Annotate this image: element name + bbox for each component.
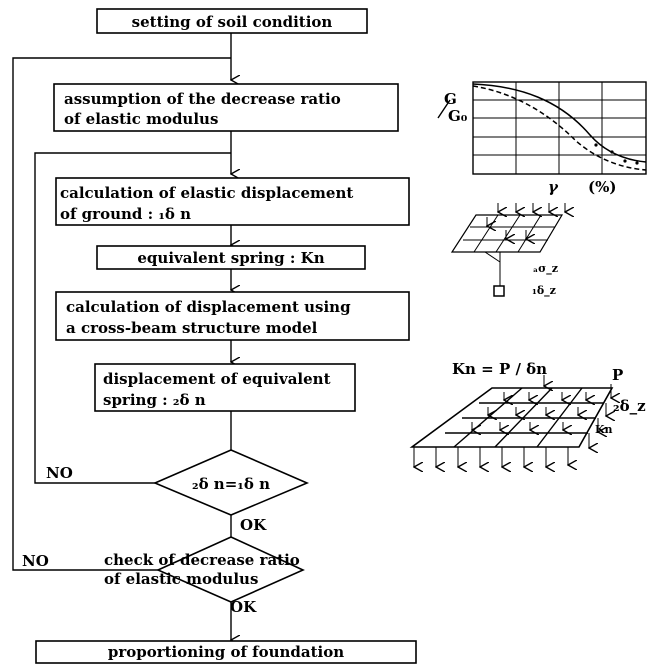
- step-elastic-line1: calculation of elastic displacement: [60, 184, 353, 202]
- step-equivalent-spring: equivalent spring : Kn: [137, 249, 324, 267]
- load-element-model: ₐσ_z ₁δ_z: [450, 203, 565, 298]
- graph-curve-upper: [472, 83, 647, 163]
- model-disp-label: ₁δ_z: [532, 284, 556, 298]
- decision-check-ratio: [156, 536, 305, 603]
- model-stress-label: ₐσ_z: [533, 262, 558, 276]
- box-proportioning: [35, 640, 417, 664]
- loop-no-1: [34, 152, 231, 484]
- step-cross-beam-line1: calculation of displacement using: [66, 298, 351, 316]
- decrease-ratio-graph: G G₀ γ (%): [437, 81, 647, 196]
- step-soil-condition: setting of soil condition: [132, 13, 333, 31]
- cross-beam-grid-model: Kn = P / δn P ₂δ_z Kn: [409, 360, 646, 467]
- grid-disp-label: ₂δ_z: [613, 397, 646, 415]
- box-soil-condition: [96, 8, 368, 34]
- loop-no-2: [12, 57, 231, 571]
- grid-slab: [409, 387, 614, 448]
- step-proportioning: proportioning of foundation: [108, 643, 344, 661]
- decision-displacement-equal: [152, 449, 310, 516]
- grid-p-label: P: [612, 366, 623, 384]
- box-equivalent-spring: [96, 245, 366, 270]
- step-displacement-line2: spring : ₂δ n: [103, 391, 206, 409]
- decision-2-line2: of elastic modulus: [104, 570, 258, 588]
- decision-1-ok: OK: [240, 516, 267, 534]
- decision-2-line1: check of decrease ratio: [104, 551, 300, 569]
- graph-xlabel-symbol: γ: [548, 178, 559, 196]
- decision-1-text: ₂δ n=₁δ n: [192, 475, 270, 493]
- box-assumption: [53, 83, 399, 132]
- step-assumption-line2: of elastic modulus: [64, 110, 218, 128]
- grid-formula: Kn = P / δn: [452, 360, 547, 378]
- flowchart: setting of soil condition assumption of …: [12, 8, 417, 664]
- decision-1-no: NO: [46, 464, 73, 482]
- decision-2-ok: OK: [230, 598, 257, 616]
- step-assumption-line1: assumption of the decrease ratio: [64, 90, 341, 108]
- box-cross-beam: [55, 291, 410, 341]
- decision-2-no: NO: [22, 552, 49, 570]
- box-displacement-spring: [94, 363, 356, 412]
- box-elastic-displacement: [55, 177, 410, 226]
- step-elastic-line2: of ground : ₁δ n: [60, 205, 191, 223]
- step-cross-beam-line2: a cross-beam structure model: [66, 319, 318, 337]
- graph-curve-lower: [472, 85, 647, 171]
- graph-ylabel-bottom: G₀: [448, 107, 468, 125]
- graph-xlabel-unit: (%): [588, 178, 616, 196]
- step-displacement-line1: displacement of equivalent: [103, 370, 331, 388]
